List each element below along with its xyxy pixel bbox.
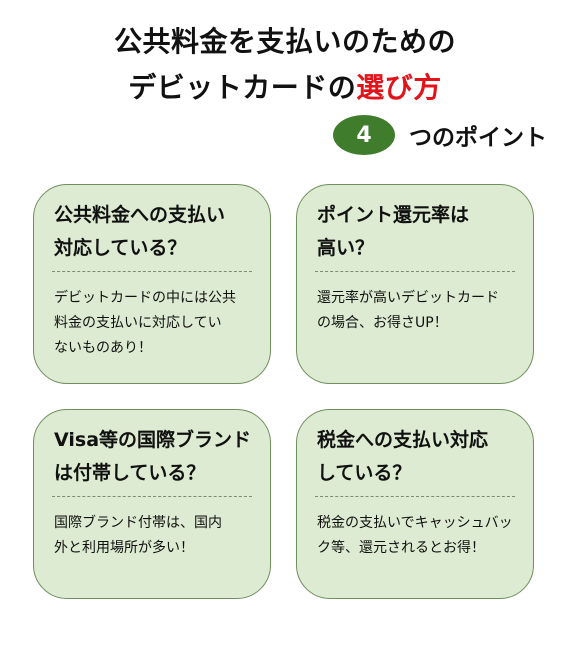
point-count: 4 つのポイント bbox=[333, 113, 547, 157]
card-body: 税金の支払いでキャッシュバッ ク等、還元されるとお得！ bbox=[317, 515, 513, 556]
title-accent: 選び方 bbox=[356, 71, 442, 104]
card-title: Visa等の国際ブランド は付帯している？ bbox=[54, 429, 252, 484]
card-body: 国際ブランド付帯は、国内 外と利用場所が多い！ bbox=[54, 515, 222, 556]
card-title: 公共料金への支払い 対応している？ bbox=[54, 204, 226, 259]
card-body: 還元率が高いデビットカード の場合、お得さUP！ bbox=[317, 290, 499, 331]
point-card-utility-payment: 公共料金への支払い 対応している？ デビットカードの中には公共 料金の支払いに対… bbox=[33, 184, 271, 384]
count-label: つのポイント bbox=[409, 125, 547, 151]
point-card-tax-payment: 税金への支払い対応 している？ 税金の支払いでキャッシュバッ ク等、還元されると… bbox=[296, 409, 534, 599]
point-card-reward-rate: ポイント還元率は 高い？ 還元率が高いデビットカード の場合、お得さUP！ bbox=[296, 184, 534, 384]
card-divider bbox=[52, 496, 252, 497]
card-body: デビットカードの中には公共 料金の支払いに対応してい ないものあり！ bbox=[54, 290, 236, 356]
count-badge: 4 bbox=[333, 115, 395, 155]
card-title: ポイント還元率は 高い？ bbox=[317, 204, 470, 259]
title-prefix: デビットカードの bbox=[128, 71, 357, 104]
card-divider bbox=[315, 496, 515, 497]
card-divider bbox=[315, 271, 515, 272]
page-title-line1: 公共料金を支払いのための bbox=[113, 25, 456, 58]
card-divider bbox=[52, 271, 252, 272]
card-title: 税金への支払い対応 している？ bbox=[317, 429, 489, 484]
page-title-line2: デビットカードの選び方 bbox=[0, 68, 570, 108]
point-card-international-brand: Visa等の国際ブランド は付帯している？ 国際ブランド付帯は、国内 外と利用場… bbox=[33, 409, 271, 599]
